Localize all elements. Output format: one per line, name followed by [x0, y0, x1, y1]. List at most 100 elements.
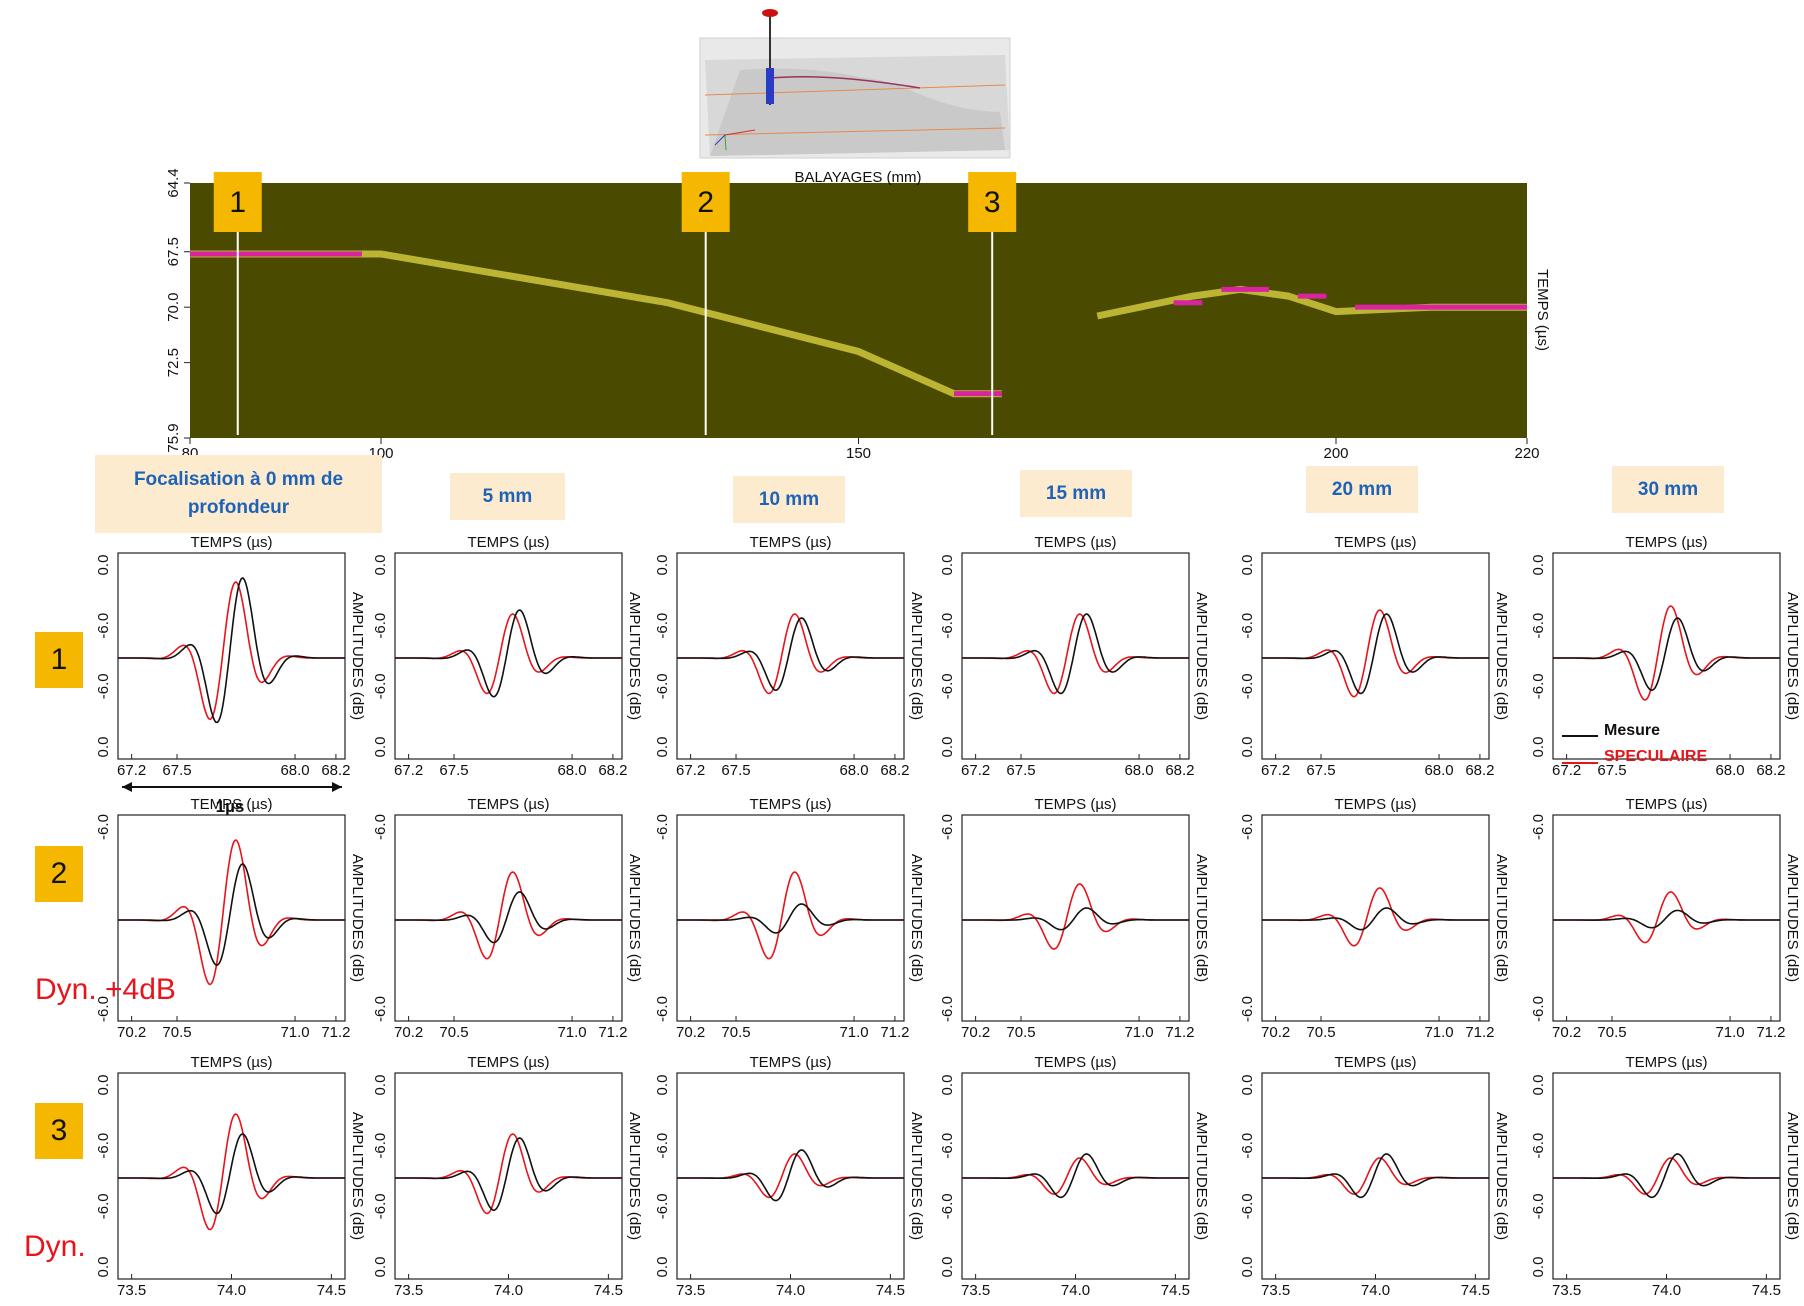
panel-ylabel: AMPLITUDES (dB) — [1784, 854, 1801, 982]
panel-xtick-label: 68.2 — [1756, 762, 1785, 779]
panel-xtick-label: 68.2 — [1165, 762, 1194, 779]
scale-bar-label: 1µs — [216, 797, 245, 816]
measure-waveform — [962, 907, 1189, 931]
measure-waveform — [677, 903, 904, 934]
panel-ytick-label: 0.0 — [654, 1075, 671, 1096]
panel-xtick-label: 74.0 — [1652, 1282, 1681, 1299]
bscan-title: BALAYAGES (mm) — [795, 169, 922, 186]
panel-ytick-label: -6.0 — [95, 673, 112, 699]
panel-xlabel: TEMPS (µs) — [191, 534, 273, 551]
panel-xtick-label: 70.5 — [721, 1024, 750, 1041]
panel-frame — [117, 1072, 346, 1280]
bscan-xtick-label: 150 — [846, 445, 871, 462]
bscan-marker-label: 1 — [229, 186, 246, 219]
panel-ytick-label: 0.0 — [939, 555, 956, 576]
panel-ylabel: AMPLITUDES (dB) — [1193, 1112, 1210, 1240]
column-header-5: 30 mm — [1612, 466, 1724, 513]
panel-frame — [676, 814, 905, 1022]
panel-xlabel: TEMPS (µs) — [1335, 796, 1417, 813]
panel-frame — [394, 552, 623, 760]
panel-ytick-label: -6.0 — [372, 613, 389, 639]
panel-xtick-label: 68.2 — [598, 762, 627, 779]
panel-ylabel: AMPLITUDES (dB) — [1493, 1112, 1510, 1240]
scale-bar-arrow-right — [332, 782, 342, 792]
panel-ytick-label: -6.0 — [939, 1193, 956, 1219]
panel-ytick-label: 0.0 — [939, 1257, 956, 1278]
panel-xtick-label: 70.5 — [439, 1024, 468, 1041]
panel-ytick-label: 0.0 — [372, 1075, 389, 1096]
panel-xtick-label: 68.2 — [880, 762, 909, 779]
panel-frame — [1552, 1072, 1781, 1280]
waveform-panel: TEMPS (µs)AMPLITUDES (dB)0.0-6.0-6.00.07… — [95, 1054, 366, 1299]
panel-ytick-label: 0.0 — [939, 1075, 956, 1096]
panel-ytick-label: 0.0 — [95, 555, 112, 576]
panel-xtick-label: 71.0 — [280, 1024, 309, 1041]
panel-ytick-label: -6.0 — [372, 673, 389, 699]
panel-xtick-label: 70.2 — [961, 1024, 990, 1041]
panel-ytick-label: -6.0 — [95, 1133, 112, 1159]
panel-xtick-label: 68.0 — [1124, 762, 1153, 779]
panel-xtick-label: 73.5 — [1261, 1282, 1290, 1299]
panel-ytick-label: -6.0 — [372, 1193, 389, 1219]
panel-ytick-label: -6.0 — [95, 814, 112, 840]
panel-xtick-label: 67.2 — [961, 762, 990, 779]
panel-ylabel: AMPLITUDES (dB) — [349, 1112, 366, 1240]
panel-xtick-label: 67.5 — [439, 762, 468, 779]
waveform-panel: TEMPS (µs)AMPLITUDES (dB)0.0-6.0-6.00.07… — [939, 1054, 1210, 1299]
measure-waveform — [118, 863, 345, 966]
waveform-panel: TEMPS (µs)AMPLITUDES (dB)0.0-6.0-6.00.06… — [95, 534, 366, 779]
bscan-marker-label: 3 — [984, 186, 1001, 219]
legend-measure-label: Mesure — [1604, 722, 1660, 739]
panel-ytick-label: -6.0 — [1239, 673, 1256, 699]
panel-xtick-label: 74.0 — [776, 1282, 805, 1299]
column-header-2: 10 mm — [733, 476, 845, 523]
measure-waveform — [1262, 613, 1489, 695]
waveform-panel: TEMPS (µs)AMPLITUDES (dB)0.0-6.0-6.00.06… — [372, 534, 643, 779]
measure-waveform — [677, 1149, 904, 1202]
panel-ytick-label: -6.0 — [1239, 1133, 1256, 1159]
panel-xlabel: TEMPS (µs) — [468, 534, 550, 551]
panel-ytick-label: -6.0 — [1239, 814, 1256, 840]
panel-xtick-label: 68.0 — [280, 762, 309, 779]
bscan-ytick-label: 64.4 — [165, 168, 182, 197]
panel-frame — [961, 552, 1190, 760]
panel-xtick-label: 68.0 — [1424, 762, 1453, 779]
panel-frame — [961, 1072, 1190, 1280]
panel-xtick-label: 74.5 — [1161, 1282, 1190, 1299]
panel-xlabel: TEMPS (µs) — [1035, 796, 1117, 813]
panel-xtick-label: 73.5 — [1552, 1282, 1581, 1299]
panel-xtick-label: 67.5 — [162, 762, 191, 779]
panel-xlabel: TEMPS (µs) — [750, 534, 832, 551]
panel-ytick-label: 0.0 — [1239, 1257, 1256, 1278]
panel-ytick-label: -6.0 — [654, 996, 671, 1022]
bscan-marker-box — [213, 172, 262, 232]
measure-waveform — [1553, 909, 1780, 929]
time-scale-bar: 1µs — [122, 782, 342, 816]
bscan-xtick-label: 200 — [1323, 445, 1348, 462]
panel-ytick-label: -6.0 — [939, 996, 956, 1022]
panel-xlabel: TEMPS (µs) — [1335, 534, 1417, 551]
bscan-plot-area — [190, 183, 1527, 438]
dynamic-gain-label-row3: Dyn. — [24, 1230, 86, 1263]
panel-ytick-label: 0.0 — [1239, 1075, 1256, 1096]
panel-xtick-label: 71.2 — [1465, 1024, 1494, 1041]
scale-bar-arrow-left — [122, 782, 132, 792]
bscan-xtick-label: 220 — [1514, 445, 1539, 462]
panel-ytick-label: -6.0 — [1239, 613, 1256, 639]
bscan-ytick-label: 67.5 — [165, 237, 182, 266]
panel-xlabel: TEMPS (µs) — [191, 1054, 273, 1071]
panel-ytick-label: 0.0 — [1530, 737, 1547, 758]
panel-ytick-label: 0.0 — [1239, 555, 1256, 576]
panel-ylabel: AMPLITUDES (dB) — [1193, 854, 1210, 982]
panel-xtick-label: 73.5 — [676, 1282, 705, 1299]
panel-ytick-label: 0.0 — [372, 1257, 389, 1278]
panel-xtick-label: 73.5 — [961, 1282, 990, 1299]
panel-ytick-label: -6.0 — [654, 1193, 671, 1219]
panel-xtick-label: 70.5 — [1306, 1024, 1335, 1041]
column-header-1: 5 mm — [450, 473, 565, 520]
